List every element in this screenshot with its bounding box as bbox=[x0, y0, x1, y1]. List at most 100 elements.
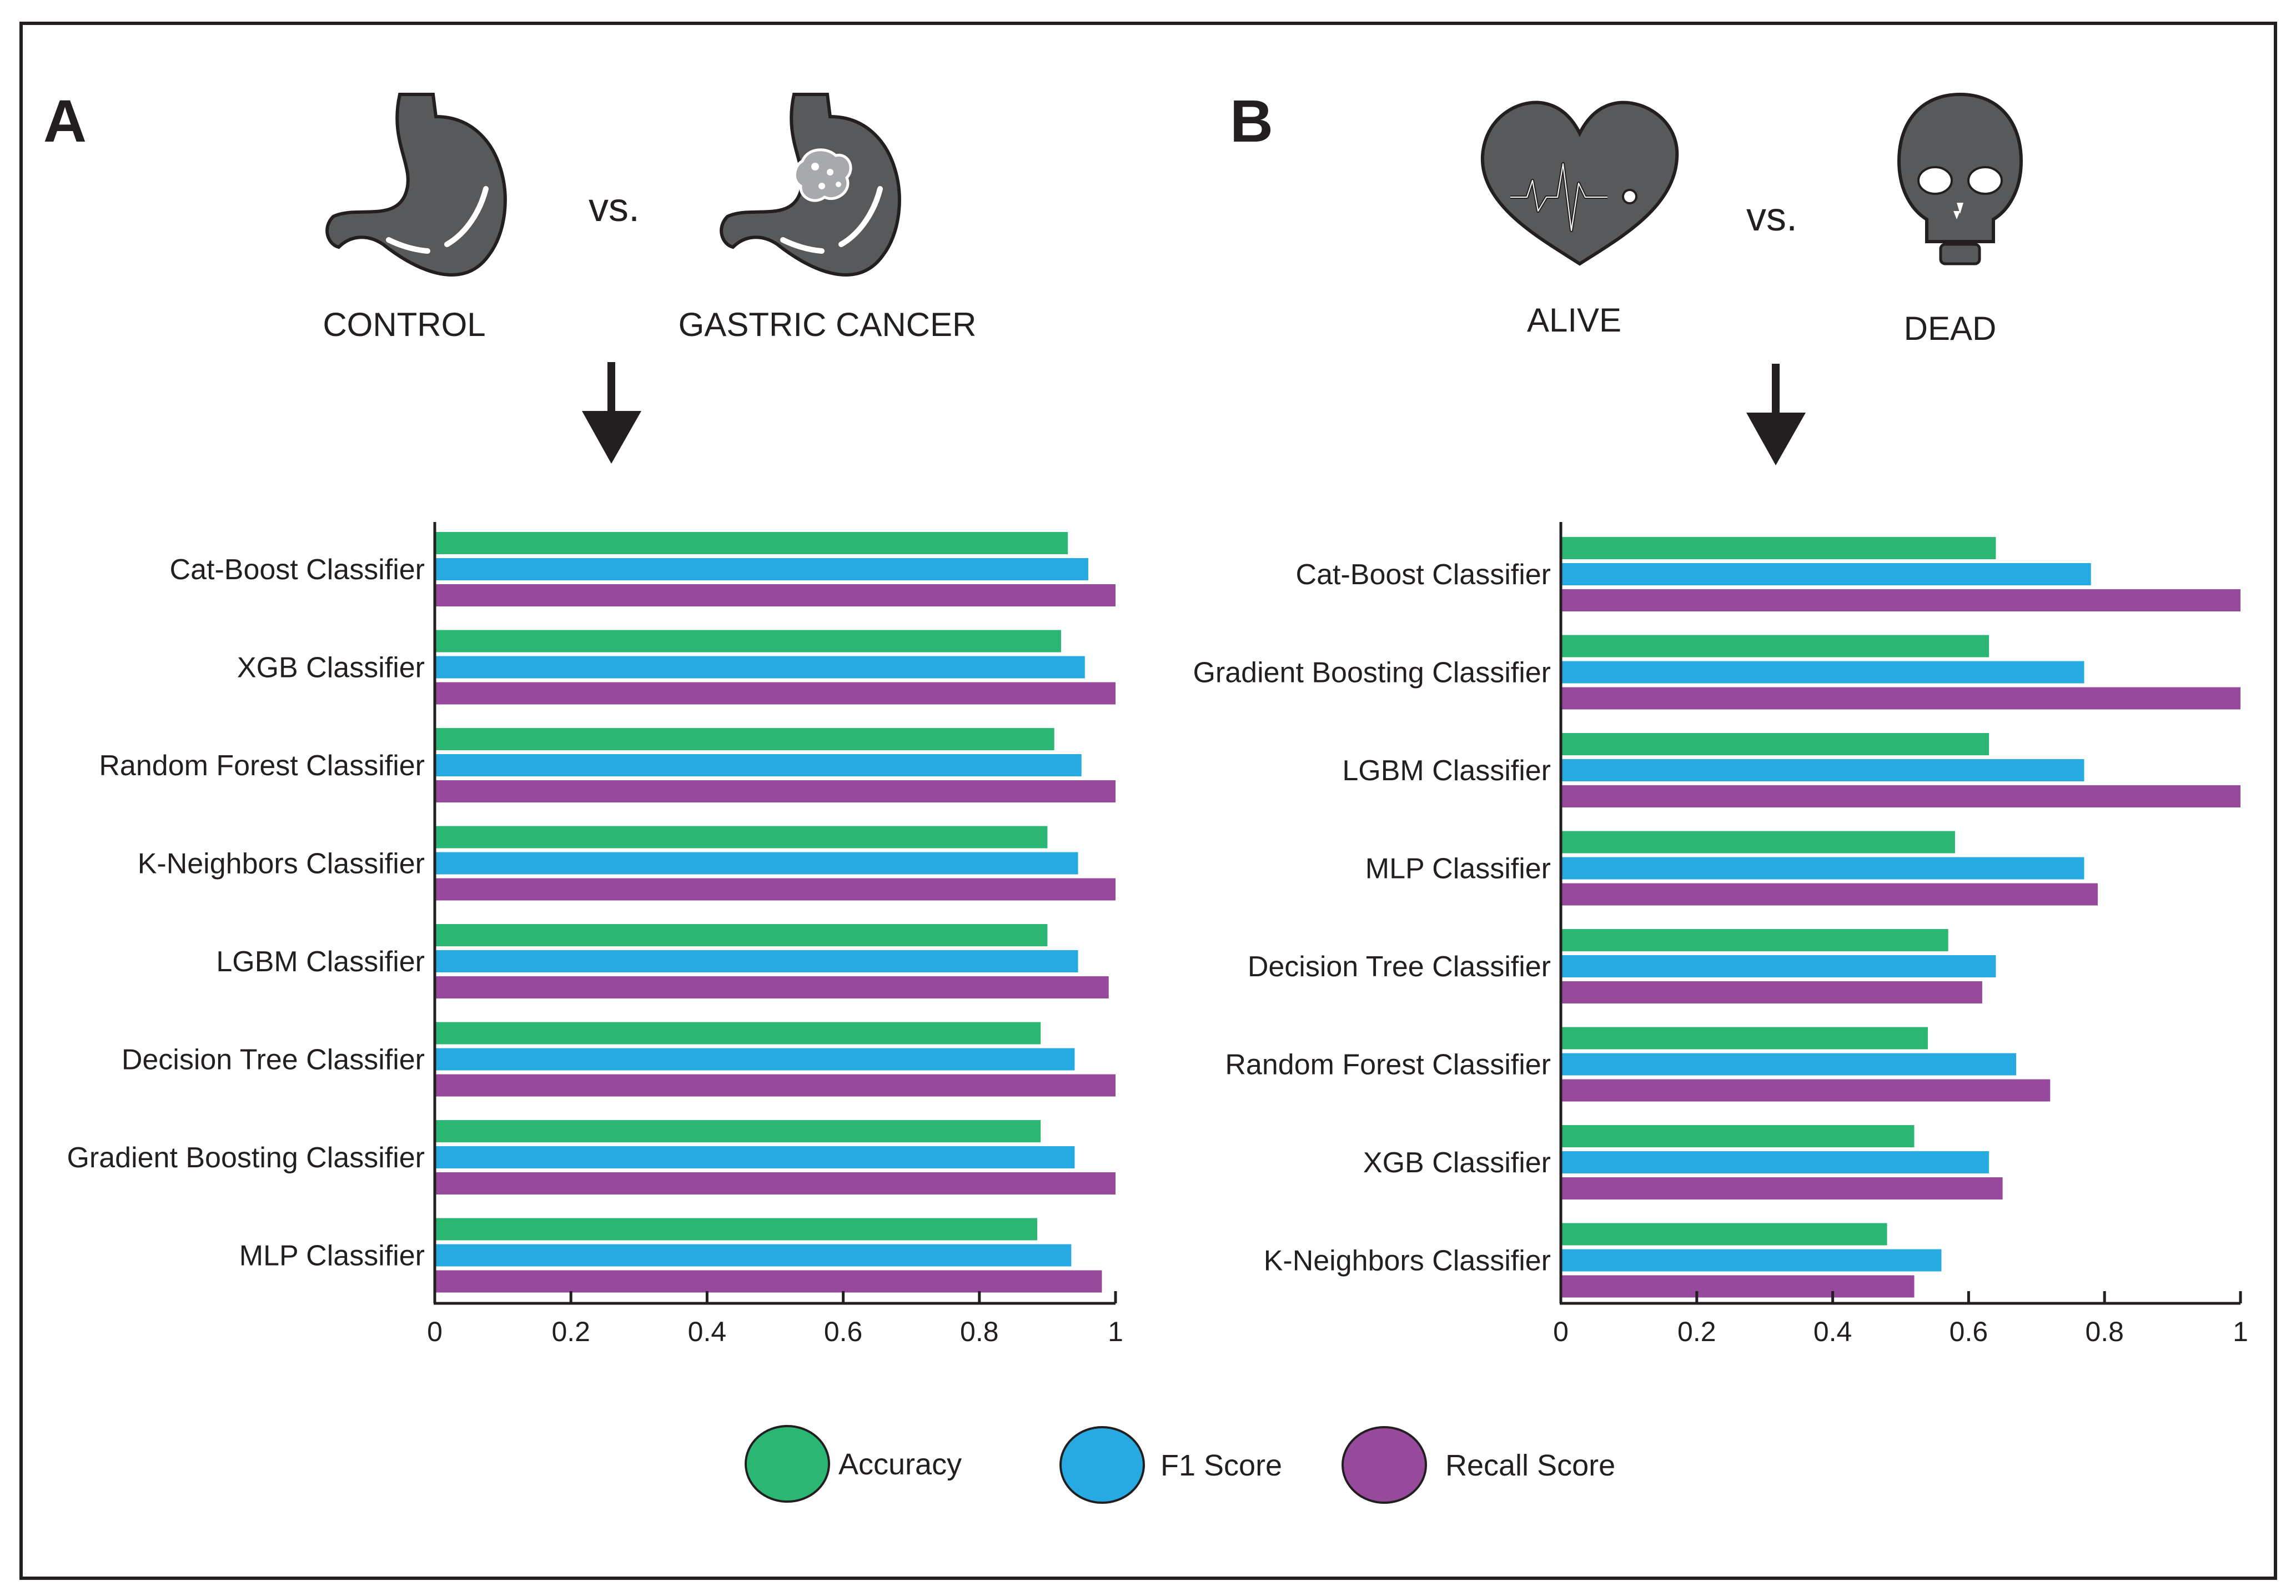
bar-recall-score-gradient-boosting-classifier bbox=[1561, 687, 2240, 710]
bar-recall-score-cat-boost-classifier bbox=[1561, 589, 2240, 611]
x-tick-label: 0.4 bbox=[1813, 1316, 1852, 1347]
bar-accuracy-random-forest-classifier bbox=[435, 728, 1054, 750]
panel-b-down-arrow bbox=[1746, 364, 1806, 465]
bar-f1-score-decision-tree-classifier bbox=[1561, 955, 1996, 977]
x-tick-label: 0 bbox=[1553, 1316, 1569, 1347]
bar-accuracy-gradient-boosting-classifier bbox=[1561, 635, 1989, 658]
bar-accuracy-k-neighbors-classifier bbox=[435, 826, 1048, 849]
heart-pulse-icon bbox=[1480, 101, 1679, 266]
x-tick-label: 0.4 bbox=[688, 1316, 727, 1347]
legend: Accuracy F1 Score Recall Score bbox=[745, 1425, 1615, 1504]
x-tick-label: 0.6 bbox=[824, 1316, 863, 1347]
bar-accuracy-lgbm-classifier bbox=[1561, 733, 1989, 755]
bar-f1-score-random-forest-classifier bbox=[1561, 1053, 2017, 1076]
bar-recall-score-k-neighbors-classifier bbox=[1561, 1275, 1915, 1298]
category-label: Gradient Boosting Classifier bbox=[1193, 657, 1551, 689]
bar-accuracy-mlp-classifier bbox=[435, 1218, 1038, 1241]
bar-f1-score-lgbm-classifier bbox=[1561, 759, 2084, 781]
bar-recall-score-k-neighbors-classifier bbox=[435, 878, 1116, 901]
bar-accuracy-cat-boost-classifier bbox=[435, 532, 1068, 554]
panel-a-group-a-label: CONTROL bbox=[323, 306, 485, 343]
panel-a-group-b-label: GASTRIC CANCER bbox=[679, 306, 977, 343]
bar-recall-score-mlp-classifier bbox=[435, 1270, 1102, 1293]
bar-f1-score-xgb-classifier bbox=[1561, 1151, 1989, 1173]
bar-accuracy-k-neighbors-classifier bbox=[1561, 1223, 1887, 1246]
bar-accuracy-xgb-classifier bbox=[435, 630, 1061, 653]
category-label: MLP Classifier bbox=[1365, 853, 1551, 885]
x-tick-label: 1 bbox=[1108, 1316, 1123, 1347]
bar-recall-score-cat-boost-classifier bbox=[435, 584, 1116, 606]
bar-f1-score-mlp-classifier bbox=[435, 1244, 1072, 1267]
panel-b-header: B vs. ALIVE DEAD bbox=[1230, 87, 2023, 465]
category-label: XGB Classifier bbox=[1363, 1147, 1551, 1179]
stomach-tumor-icon bbox=[720, 93, 901, 277]
legend-swatch-accuracy bbox=[745, 1425, 830, 1503]
panel-b-group-b-label: DEAD bbox=[1904, 310, 1997, 347]
category-label: Random Forest Classifier bbox=[1225, 1049, 1551, 1081]
bar-f1-score-decision-tree-classifier bbox=[435, 1048, 1075, 1071]
panel-a-down-arrow bbox=[582, 362, 641, 464]
bar-recall-score-decision-tree-classifier bbox=[435, 1074, 1116, 1097]
bar-f1-score-gradient-boosting-classifier bbox=[1561, 661, 2084, 684]
bar-recall-score-gradient-boosting-classifier bbox=[435, 1172, 1116, 1195]
category-label: Gradient Boosting Classifier bbox=[67, 1142, 425, 1174]
x-tick-label: 0.6 bbox=[1950, 1316, 1988, 1347]
x-tick-label: 0.2 bbox=[551, 1316, 590, 1347]
panel-a-vs: vs. bbox=[589, 185, 640, 230]
bar-f1-score-cat-boost-classifier bbox=[1561, 563, 2091, 585]
bar-recall-score-decision-tree-classifier bbox=[1561, 981, 1982, 1003]
bar-f1-score-k-neighbors-classifier bbox=[1561, 1249, 1942, 1272]
x-tick-label: 0 bbox=[427, 1316, 443, 1347]
category-label: K-Neighbors Classifier bbox=[138, 848, 425, 880]
x-tick-label: 0.8 bbox=[2085, 1316, 2124, 1347]
category-label: K-Neighbors Classifier bbox=[1264, 1245, 1551, 1277]
bar-recall-score-xgb-classifier bbox=[435, 682, 1116, 705]
panel-b-group-a-label: ALIVE bbox=[1527, 302, 1621, 339]
bar-accuracy-decision-tree-classifier bbox=[435, 1022, 1041, 1045]
legend-swatch-recall-score bbox=[1342, 1426, 1427, 1504]
panel-b-letter: B bbox=[1230, 87, 1273, 154]
category-label: Decision Tree Classifier bbox=[1248, 951, 1551, 983]
skull-icon bbox=[1897, 92, 2023, 265]
category-label: LGBM Classifier bbox=[1342, 755, 1551, 787]
panel-b-vs: vs. bbox=[1746, 195, 1797, 239]
bar-recall-score-lgbm-classifier bbox=[435, 976, 1109, 998]
x-tick-label: 0.2 bbox=[1677, 1316, 1716, 1347]
bar-recall-score-random-forest-classifier bbox=[1561, 1079, 2051, 1102]
bar-recall-score-lgbm-classifier bbox=[1561, 785, 2240, 807]
category-label: Cat-Boost Classifier bbox=[170, 554, 425, 586]
bar-f1-score-xgb-classifier bbox=[435, 656, 1085, 679]
legend-label-recall-score: Recall Score bbox=[1445, 1449, 1615, 1482]
bar-f1-score-random-forest-classifier bbox=[435, 754, 1082, 776]
bar-accuracy-cat-boost-classifier bbox=[1561, 537, 1996, 559]
bar-recall-score-xgb-classifier bbox=[1561, 1177, 2003, 1199]
category-label: Random Forest Classifier bbox=[99, 750, 425, 782]
bar-f1-score-mlp-classifier bbox=[1561, 857, 2084, 880]
legend-swatch-f1-score bbox=[1059, 1426, 1145, 1504]
category-label: XGB Classifier bbox=[237, 652, 425, 684]
bar-accuracy-gradient-boosting-classifier bbox=[435, 1120, 1041, 1142]
bar-accuracy-xgb-classifier bbox=[1561, 1125, 1915, 1147]
x-tick-label: 0.8 bbox=[960, 1316, 999, 1347]
category-label: Decision Tree Classifier bbox=[122, 1044, 425, 1076]
x-tick-label: 1 bbox=[2233, 1316, 2248, 1347]
panel-a-letter: A bbox=[43, 87, 87, 154]
bar-accuracy-random-forest-classifier bbox=[1561, 1027, 1928, 1050]
legend-label-f1-score: F1 Score bbox=[1160, 1449, 1282, 1482]
category-label: Cat-Boost Classifier bbox=[1296, 559, 1551, 591]
bar-accuracy-decision-tree-classifier bbox=[1561, 929, 1948, 951]
bar-accuracy-mlp-classifier bbox=[1561, 831, 1955, 854]
legend-label-accuracy: Accuracy bbox=[838, 1448, 962, 1481]
bar-f1-score-gradient-boosting-classifier bbox=[435, 1146, 1075, 1168]
panel-a-header: A vs. CONTROL GASTRIC CANCER bbox=[43, 87, 976, 464]
bar-accuracy-lgbm-classifier bbox=[435, 924, 1048, 946]
stomach-icon bbox=[325, 93, 507, 277]
bar-f1-score-k-neighbors-classifier bbox=[435, 852, 1078, 875]
bar-f1-score-lgbm-classifier bbox=[435, 950, 1078, 972]
category-label: LGBM Classifier bbox=[216, 946, 425, 978]
category-label: MLP Classifier bbox=[239, 1240, 425, 1272]
bar-recall-score-random-forest-classifier bbox=[435, 780, 1116, 802]
